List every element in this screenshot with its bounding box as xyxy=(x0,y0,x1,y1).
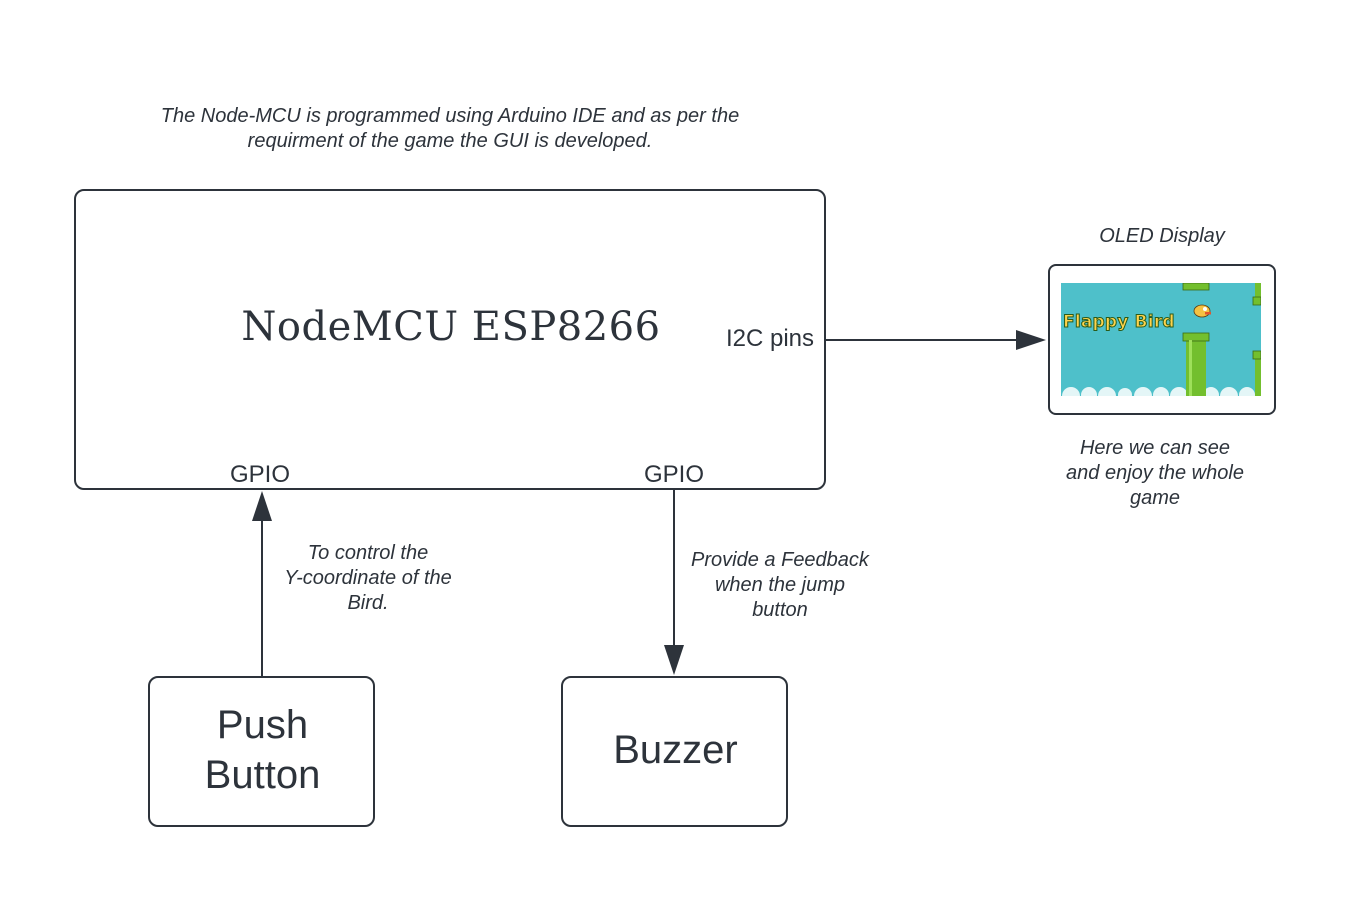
oled-note-line-2: and enjoy the whole xyxy=(1066,462,1244,484)
top-note: The Node-MCU is programmed using Arduino… xyxy=(100,104,800,154)
push-button-note-line-1: To control the xyxy=(307,542,429,564)
buzzer-box[interactable]: Buzzer xyxy=(561,676,788,827)
buzzer-note-line-1: Provide a Feedback xyxy=(691,549,869,571)
buzzer-note-line-3: button xyxy=(752,599,808,621)
push-button-line-1: Push xyxy=(216,703,309,747)
bird-icon xyxy=(1193,304,1211,318)
nodemcu-title: NodeMCU ESP8266 xyxy=(241,304,661,350)
push-button-note: To control the Y-coordinate of the Bird. xyxy=(268,541,468,616)
oled-caption: OLED Display xyxy=(1099,225,1225,247)
buzzer-note: Provide a Feedback when the jump button xyxy=(670,548,890,623)
top-note-line-1: The Node-MCU is programmed using Arduino… xyxy=(160,105,740,127)
gpio-right-label: GPIO xyxy=(644,461,705,488)
gpio-to-buzzer-arrow xyxy=(664,490,684,675)
nodemcu-box[interactable]: NodeMCU ESP8266 I2C pins GPIO GPIO xyxy=(74,189,826,490)
push-button-label: Push Button xyxy=(150,700,375,800)
i2c-pins-label: I2C pins xyxy=(725,325,814,352)
edge-pipes xyxy=(1252,283,1261,396)
push-button-note-line-2: Y-coordinate of the xyxy=(284,567,452,589)
push-button-line-2: Button xyxy=(204,753,321,797)
push-button-note-line-3: Bird. xyxy=(347,592,389,614)
oled-display-box[interactable]: Flappy Bird xyxy=(1048,264,1276,415)
button-to-gpio-arrow xyxy=(252,491,272,676)
i2c-to-oled-arrow xyxy=(826,330,1046,350)
buzzer-note-line-2: when the jump xyxy=(714,574,846,596)
oled-note-line-1: Here we can see xyxy=(1079,437,1231,459)
center-pipes xyxy=(1182,283,1210,396)
screen-sky xyxy=(1061,283,1261,396)
top-note-line-2: requirment of the game the GUI is develo… xyxy=(247,130,653,152)
flappy-bird-screen: Flappy Bird xyxy=(1061,283,1261,396)
buzzer-label: Buzzer xyxy=(613,728,738,772)
gpio-left-label: GPIO xyxy=(230,461,291,488)
push-button-box[interactable]: Push Button xyxy=(148,676,375,827)
oled-note: Here we can see and enjoy the whole game xyxy=(1040,436,1270,511)
oled-note-line-3: game xyxy=(1129,487,1181,509)
game-title-text: Flappy Bird xyxy=(1063,312,1175,332)
screen-clouds xyxy=(1062,387,1255,396)
